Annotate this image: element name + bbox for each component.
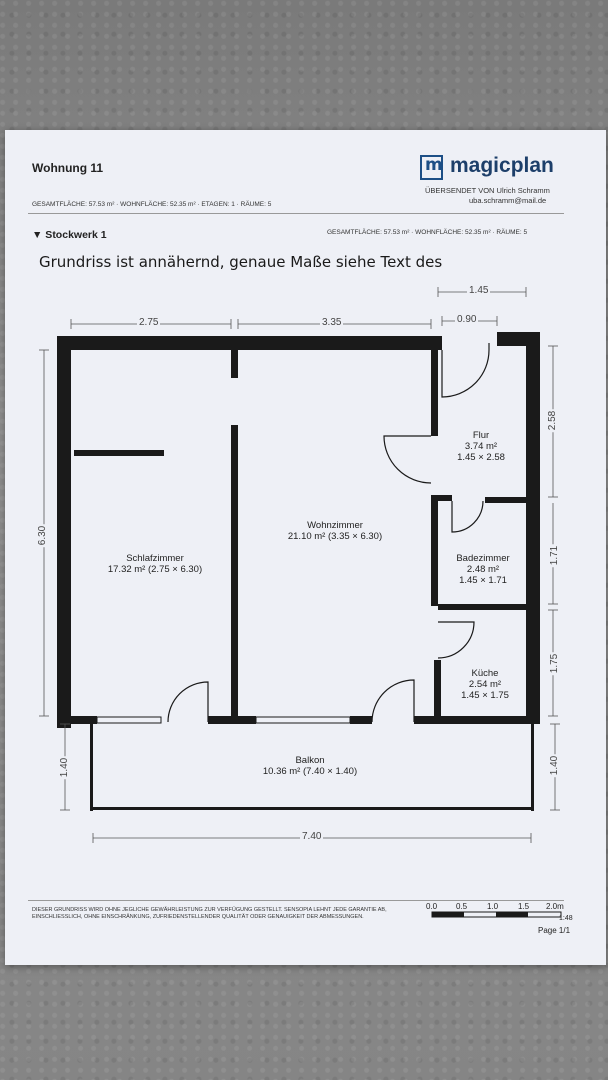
room-balkon: Balkon 10.36 m² (7.40 × 1.40) bbox=[245, 755, 375, 777]
floor-toggle[interactable]: ▼ Stockwerk 1 bbox=[32, 229, 107, 241]
balkon-rail-right bbox=[531, 723, 534, 811]
wall-wardrobe bbox=[74, 450, 164, 456]
room-schlafzimmer: Schlafzimmer 17.32 m² (2.75 × 6.30) bbox=[90, 553, 220, 575]
wall-flur-left bbox=[431, 336, 438, 436]
scale-tick-4: 2.0m bbox=[546, 902, 564, 911]
wall-partition bbox=[231, 425, 238, 721]
page-number: Page 1/1 bbox=[538, 926, 571, 935]
door-entrance bbox=[441, 349, 490, 398]
room-area: 2.54 m² bbox=[468, 679, 502, 690]
door-balkon-wohn bbox=[371, 679, 415, 723]
floor-plan-sheet bbox=[5, 130, 606, 965]
room-badezimmer: Badezimmer 2.48 m² 1.45 × 1.71 bbox=[445, 553, 521, 586]
room-name: Balkon bbox=[295, 755, 325, 766]
scale-ratio: 1:48 bbox=[559, 915, 573, 922]
window-schlaf bbox=[96, 716, 162, 724]
room-size: 1.45 × 1.75 bbox=[461, 690, 509, 701]
room-name: Badezimmer bbox=[456, 553, 510, 564]
scale-tick-0: 0.0 bbox=[426, 902, 438, 911]
floor-summary: GESAMTFLÄCHE: 57.53 m² · WOHNFLÄCHE: 52.… bbox=[327, 229, 528, 236]
room-size: 1.45 × 1.71 bbox=[459, 575, 507, 586]
room-name: Schlafzimmer bbox=[126, 553, 184, 564]
room-name: Wohnzimmer bbox=[307, 520, 363, 531]
wall-flur-bottom-b bbox=[485, 497, 526, 503]
room-area: 21.10 m² (3.35 × 6.30) bbox=[287, 531, 383, 542]
scale-tick-2: 1.0 bbox=[487, 902, 499, 911]
room-size: 1.45 × 2.58 bbox=[457, 452, 505, 463]
wall-bad-bottom bbox=[438, 604, 526, 610]
disclaimer: DIESER GRUNDRISS WIRD OHNE JEGLICHE GEWÄ… bbox=[32, 907, 387, 920]
room-name: Küche bbox=[471, 668, 499, 679]
magicplan-logo-icon: m bbox=[420, 155, 443, 180]
dim-balkon-left: 1.40 bbox=[59, 755, 71, 780]
wall-left bbox=[57, 336, 71, 728]
wall-flur-bottom-a bbox=[438, 495, 452, 501]
wall-bad-left bbox=[431, 495, 438, 606]
wall-bottom-1 bbox=[57, 716, 97, 724]
door-flur bbox=[383, 435, 432, 484]
room-area: 10.36 m² (7.40 × 1.40) bbox=[262, 766, 358, 777]
dim-top-right-inner: 0.90 bbox=[455, 314, 479, 325]
dim-bottom-width: 7.40 bbox=[300, 831, 324, 842]
dim-balkon-right: 1.40 bbox=[549, 753, 561, 778]
room-area: 2.48 m² bbox=[466, 564, 500, 575]
scale-bar bbox=[431, 911, 562, 918]
door-kueche bbox=[437, 621, 475, 659]
room-kueche: Küche 2.54 m² 1.45 × 1.75 bbox=[449, 668, 521, 701]
wall-bottom-4 bbox=[414, 716, 526, 724]
summary-line: GESAMTFLÄCHE: 57.53 m² · WOHNFLÄCHE: 52.… bbox=[32, 201, 272, 208]
door-bad bbox=[451, 500, 484, 533]
wall-kueche-left bbox=[434, 660, 441, 721]
header-divider bbox=[28, 213, 564, 214]
document-title: Wohnung 11 bbox=[32, 161, 104, 175]
room-name: Flur bbox=[472, 430, 490, 441]
room-flur: Flur 3.74 m² 1.45 × 2.58 bbox=[445, 430, 517, 463]
brand-name: magicplan bbox=[450, 154, 554, 177]
sent-by: ÜBERSENDET VON Ulrich Schramm bbox=[425, 186, 550, 195]
window-wohn bbox=[255, 716, 351, 724]
dim-top-mid: 3.35 bbox=[320, 317, 344, 328]
handwritten-note: Grundriss ist annähernd, genaue Maße sie… bbox=[39, 253, 443, 271]
wall-bottom-3 bbox=[350, 716, 372, 724]
room-area: 17.32 m² (2.75 × 6.30) bbox=[107, 564, 203, 575]
dim-right-bad: 1.71 bbox=[549, 543, 561, 568]
dim-right-kueche: 1.75 bbox=[549, 651, 561, 676]
room-wohnzimmer: Wohnzimmer 21.10 m² (3.35 × 6.30) bbox=[270, 520, 400, 542]
wall-right bbox=[526, 332, 540, 724]
balkon-rail-left bbox=[90, 723, 93, 811]
wall-bottom-2 bbox=[208, 716, 256, 724]
wall-partition-top bbox=[231, 350, 238, 378]
wall-top-left bbox=[57, 336, 442, 350]
sender-email: uba.schramm@mail.de bbox=[469, 196, 547, 205]
dim-top-left: 2.75 bbox=[137, 317, 161, 328]
scale-tick-3: 1.5 bbox=[518, 902, 530, 911]
balkon-rail-bottom bbox=[90, 807, 534, 810]
door-balkon-schlaf bbox=[167, 681, 209, 723]
dim-top-right-outer: 1.45 bbox=[467, 285, 491, 296]
dim-left-height: 6.30 bbox=[37, 523, 49, 548]
dim-right-flur: 2.58 bbox=[547, 408, 559, 433]
room-area: 3.74 m² bbox=[464, 441, 498, 452]
scale-tick-1: 0.5 bbox=[456, 902, 468, 911]
footer-divider bbox=[28, 900, 564, 901]
